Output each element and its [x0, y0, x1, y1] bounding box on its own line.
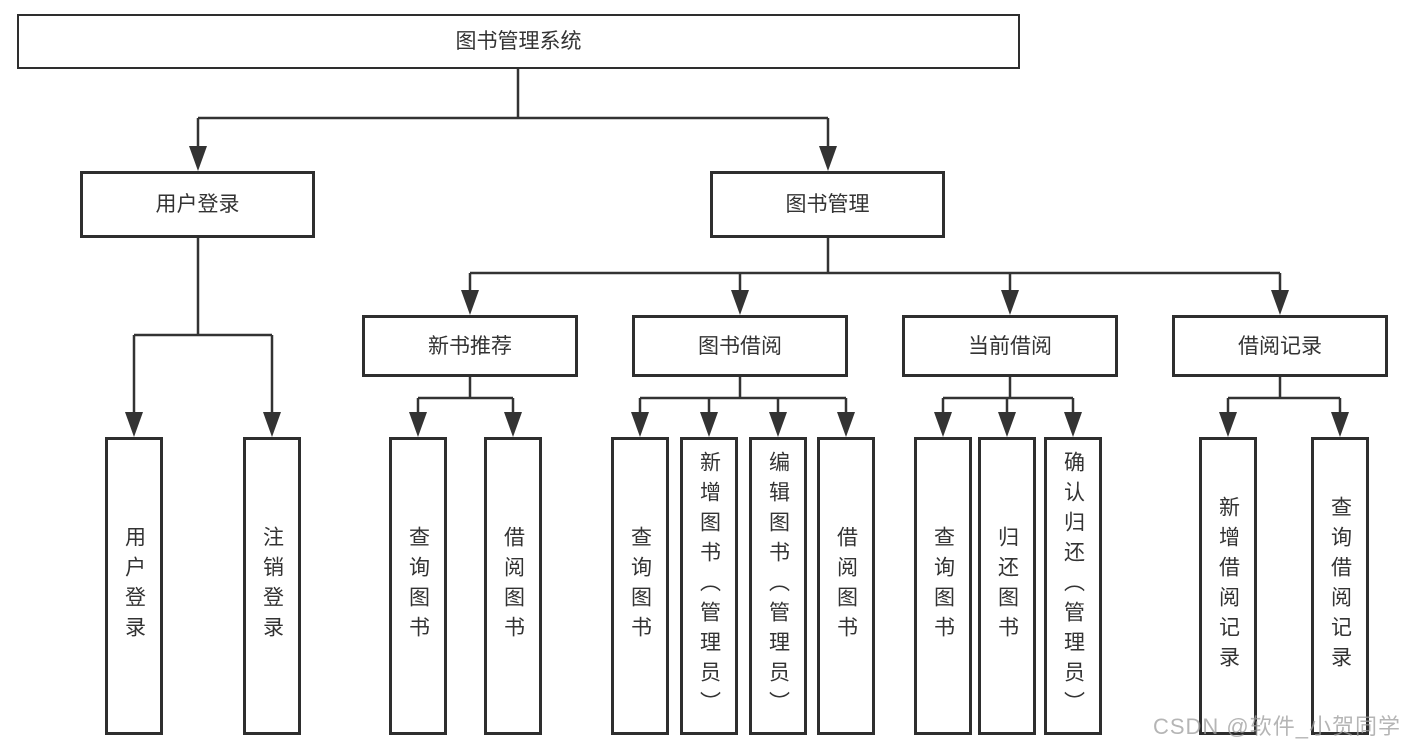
connector-lines: [132, 69, 1342, 416]
node-book-management-branch: 图书管理: [710, 171, 945, 238]
node-label: 图书管理系统: [455, 30, 582, 53]
node-label: 查询图书: [931, 526, 955, 646]
arrow-down-icon: [769, 412, 787, 437]
arrow-down-icon: [631, 412, 649, 437]
arrow-down-icon: [700, 412, 718, 437]
arrow-down-icon: [731, 290, 749, 315]
node-current-borrowing: 当前借阅: [902, 315, 1118, 377]
node-leaf-borrow-books-2: 借阅图书: [817, 437, 875, 735]
arrow-down-icon: [461, 290, 479, 315]
node-leaf-return-books: 归还图书: [978, 437, 1036, 735]
node-leaf-confirm-return-admin: 确认归还（管理员）: [1044, 437, 1102, 735]
node-label: 借阅记录: [1238, 334, 1322, 358]
node-user-login-branch: 用户登录: [80, 171, 315, 238]
node-borrowing-records: 借阅记录: [1172, 315, 1388, 377]
node-leaf-query-borrow-record: 查询借阅记录: [1311, 437, 1369, 735]
node-label: 归还图书: [995, 526, 1019, 646]
node-leaf-query-books-1: 查询图书: [389, 437, 447, 735]
node-leaf-query-books-3: 查询图书: [914, 437, 972, 735]
node-label: 新书推荐: [428, 334, 512, 358]
arrow-down-icon: [1271, 290, 1289, 315]
arrow-down-icon: [1331, 412, 1349, 437]
node-label: 借阅图书: [501, 526, 525, 646]
node-book-borrowing: 图书借阅: [632, 315, 848, 377]
node-label: 新增图书（管理员）: [697, 451, 721, 721]
node-label: 当前借阅: [968, 334, 1052, 358]
node-leaf-add-borrow-record: 新增借阅记录: [1199, 437, 1257, 735]
arrow-down-icon: [1064, 412, 1082, 437]
node-leaf-borrow-books-1: 借阅图书: [484, 437, 542, 735]
node-label: 查询借阅记录: [1328, 496, 1352, 676]
arrow-down-icon: [1219, 412, 1237, 437]
node-label: 借阅图书: [834, 526, 858, 646]
csdn-watermark: CSDN @软件_小贺同学: [1152, 714, 1401, 739]
node-label: 图书管理: [785, 193, 870, 216]
node-label: 查询图书: [628, 526, 652, 646]
node-leaf-add-books-admin: 新增图书（管理员）: [680, 437, 738, 735]
arrow-down-icon: [934, 412, 952, 437]
node-new-book-recommend: 新书推荐: [362, 315, 578, 377]
node-leaf-query-books-2: 查询图书: [611, 437, 669, 735]
arrow-down-icon: [819, 146, 837, 171]
node-leaf-edit-books-admin: 编辑图书（管理员）: [749, 437, 807, 735]
node-label: 编辑图书（管理员）: [766, 451, 790, 721]
arrowhead-icons: [125, 146, 1349, 437]
arrow-down-icon: [504, 412, 522, 437]
arrow-down-icon: [1001, 290, 1019, 315]
arrow-down-icon: [998, 412, 1016, 437]
node-leaf-logout: 注销登录: [243, 437, 301, 735]
node-label: 图书借阅: [698, 334, 782, 358]
node-root-system: 图书管理系统: [17, 14, 1020, 69]
arrow-down-icon: [409, 412, 427, 437]
node-label: 确认归还（管理员）: [1061, 451, 1085, 721]
arrow-down-icon: [263, 412, 281, 437]
node-label: 注销登录: [260, 526, 284, 646]
arrow-down-icon: [125, 412, 143, 437]
node-leaf-user-login: 用户登录: [105, 437, 163, 735]
node-label: 用户登录: [155, 193, 240, 216]
node-label: 查询图书: [406, 526, 430, 646]
node-label: 新增借阅记录: [1216, 496, 1240, 676]
arrow-down-icon: [837, 412, 855, 437]
arrow-down-icon: [189, 146, 207, 171]
node-label: 用户登录: [122, 526, 146, 646]
